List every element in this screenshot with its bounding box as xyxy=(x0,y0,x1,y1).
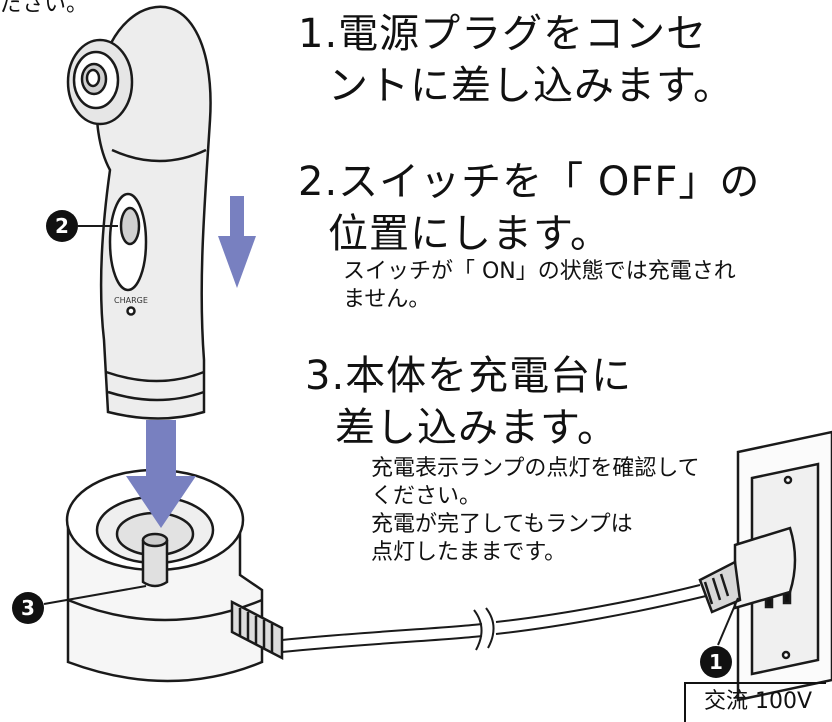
callout-two-circle xyxy=(46,210,78,242)
step-2-note-line-2: ません。 xyxy=(343,287,431,312)
step-3-note-line-3: 充電が完了してもランプは xyxy=(371,512,633,537)
step-2-heading: 2.スイッチを「 OFF」の 位置にします。 xyxy=(298,156,760,260)
callout-one-circle xyxy=(700,646,732,678)
callout-three-circle xyxy=(12,592,44,624)
down-arrow-insert xyxy=(126,420,196,528)
callout-one-label: 1 xyxy=(709,650,723,674)
step-3-note-line-4: 点灯したままです。 xyxy=(371,540,567,565)
top-text-fragment: ださい。 xyxy=(0,0,89,17)
step-3-note-line-2: ください。 xyxy=(371,484,482,509)
step-2-note: スイッチが「 ON」の状態では充電され ません。 xyxy=(343,258,736,314)
step-3-line-1: 3.本体を充電台に xyxy=(305,353,633,399)
step-3-note: 充電表示ランプの点灯を確認して ください。 充電が完了してもランプは 点灯したま… xyxy=(371,455,700,567)
down-arrow-switch xyxy=(218,196,256,288)
callout-two-label: 2 xyxy=(55,214,69,238)
callout-leaders xyxy=(43,225,739,646)
voltage-label: 交流 100V xyxy=(684,682,826,722)
power-plug xyxy=(698,526,797,614)
step-2-note-line-1: スイッチが「 ON」の状態では充電され xyxy=(343,259,736,284)
step-1-line-2: ントに差し込みます。 xyxy=(328,63,734,109)
step-1-heading: 1.電源プラグをコンセ ントに差し込みます。 xyxy=(298,8,734,112)
step-2-line-1: 2.スイッチを「 OFF」の xyxy=(298,159,761,205)
step-1-line-1: 1.電源プラグをコンセ xyxy=(298,11,708,57)
callout-three-label: 3 xyxy=(21,596,35,620)
step-3-line-2: 差し込みます。 xyxy=(335,405,618,451)
charging-stand xyxy=(65,468,284,683)
step-3-note-line-1: 充電表示ランプの点灯を確認して xyxy=(371,456,700,481)
charge-lamp-label: CHARGE xyxy=(114,296,148,305)
step-2-line-2: 位置にします。 xyxy=(328,211,611,257)
step-3-heading: 3.本体を充電台に 差し込みます。 xyxy=(305,350,632,454)
facial-device xyxy=(66,5,212,420)
power-cord xyxy=(281,584,707,653)
